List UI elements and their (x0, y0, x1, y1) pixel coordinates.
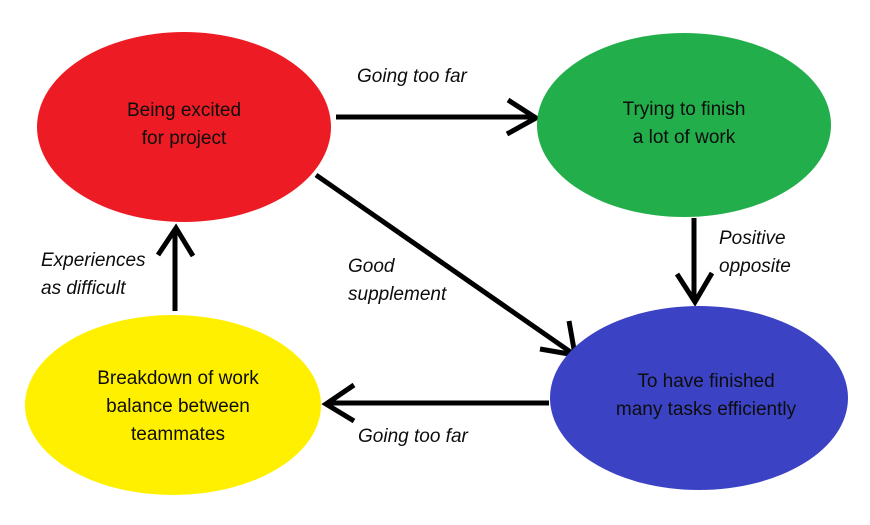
node-breakdown-of-work-label-line-1: Breakdown of work (97, 368, 259, 389)
node-to-have-finished-shape[interactable] (550, 306, 848, 490)
edge-excited-to-trying (336, 97, 541, 137)
edge-label-breakdown-to-excited-line-1: Experiences (41, 250, 146, 271)
node-breakdown-of-work[interactable]: Breakdown of work balance between teamma… (25, 315, 321, 495)
node-trying-to-finish[interactable]: Trying to finish a lot of work (537, 33, 831, 217)
edge-trying-to-finished (674, 218, 715, 307)
edge-trying-to-finished-arrowhead (674, 271, 715, 307)
node-being-excited-label-line-2: for project (142, 128, 227, 149)
edge-label-excited-to-finished-line-1: Good (348, 256, 396, 277)
node-to-have-finished[interactable]: To have finished many tasks efficiently (550, 306, 848, 490)
edge-label-breakdown-to-excited-line-2: as difficult (41, 278, 126, 299)
node-to-have-finished-label-line-2: many tasks efficiently (616, 399, 797, 420)
node-being-excited-label-line-1: Being excited (127, 100, 241, 121)
node-breakdown-of-work-label-line-3: teammates (131, 424, 225, 445)
node-breakdown-of-work-shape[interactable] (25, 315, 321, 495)
node-to-have-finished-label-line-1: To have finished (637, 371, 774, 392)
edge-excited-to-finished-line (314, 172, 574, 356)
edge-label-trying-to-finished-line-1: Positive (719, 228, 786, 249)
edge-finished-to-breakdown (321, 382, 549, 424)
edge-excited-to-trying-arrowhead (505, 97, 541, 137)
edge-label-finished-to-breakdown: Going too far (358, 426, 469, 447)
node-breakdown-of-work-label-line-2: balance between (106, 396, 250, 417)
node-being-excited-shape[interactable] (37, 32, 331, 222)
edge-label-trying-to-finished-line-2: opposite (719, 256, 791, 277)
edge-finished-to-breakdown-arrowhead (321, 382, 356, 424)
edge-label-excited-to-trying: Going too far (357, 66, 468, 87)
node-trying-to-finish-shape[interactable] (537, 33, 831, 217)
node-trying-to-finish-label-line-2: a lot of work (633, 127, 736, 148)
node-being-excited[interactable]: Being excited for project (37, 32, 331, 222)
edge-breakdown-to-excited-arrowhead (155, 223, 196, 258)
node-trying-to-finish-label-line-1: Trying to finish (623, 99, 746, 120)
edge-breakdown-to-excited (155, 223, 196, 311)
edge-label-excited-to-finished-line-2: supplement (348, 284, 447, 305)
